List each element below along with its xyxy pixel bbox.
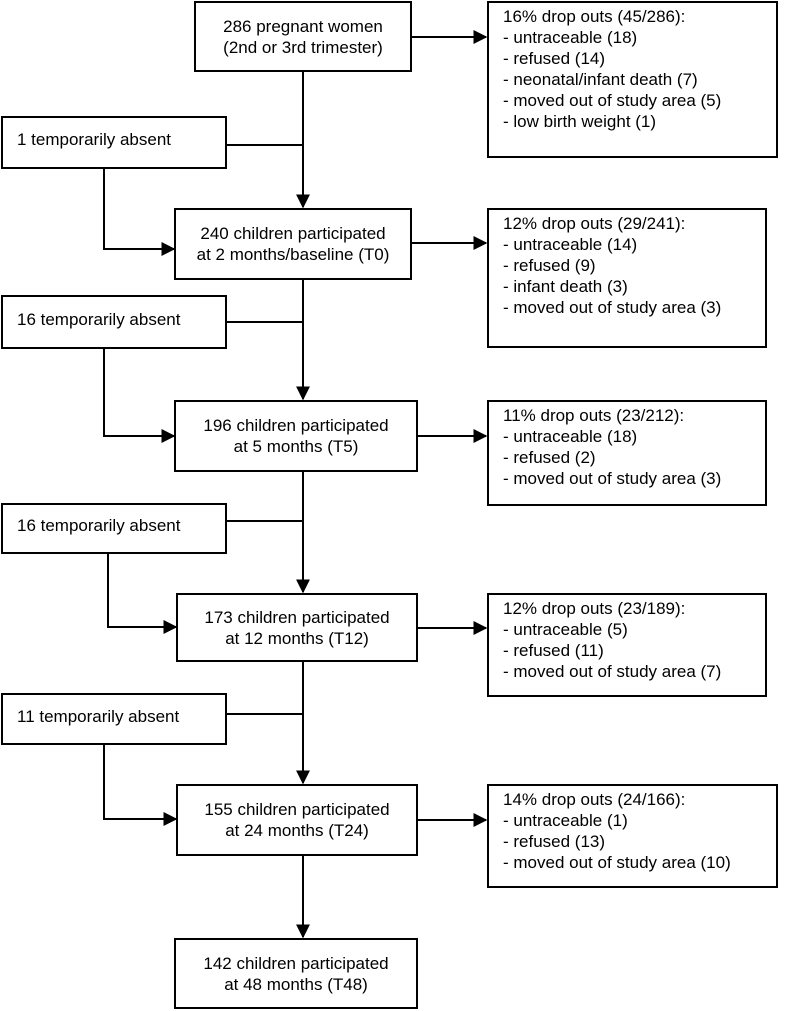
dropout-item: - refused (2)	[503, 448, 596, 467]
dropout-item: - moved out of study area (10)	[503, 853, 731, 872]
main-box-line: at 2 months/baseline (T0)	[196, 245, 390, 264]
dropout-item: - untraceable (1)	[503, 811, 628, 830]
dropout-item: - moved out of study area (7)	[503, 662, 722, 681]
main-box-t12: 173 children participated at 12 months (…	[176, 593, 418, 662]
dropout-item: - refused (9)	[503, 256, 596, 275]
main-box-enrolment: 286 pregnant women (2nd or 3rd trimester…	[194, 1, 412, 72]
arrow-absent-return-4	[103, 745, 178, 826]
dropout-title: 11% drop outs (23/212):	[503, 406, 685, 425]
main-box-line: 173 children participated	[204, 607, 390, 627]
dropout-item: - untraceable (18)	[503, 28, 638, 47]
main-box-line: at 48 months (T48)	[224, 974, 368, 994]
absent-label: 11 temporarily absent	[17, 706, 180, 726]
main-box-t48: 142 children participated at 48 months (…	[174, 938, 418, 1009]
dropout-item: - low birth weight (1)	[503, 112, 657, 131]
dropout-item: - moved out of study area (3)	[503, 298, 722, 317]
dropout-box-2: 12% drop outs (29/241): - untraceable (1…	[487, 208, 767, 348]
main-box-line: at 24 months (T24)	[225, 821, 369, 840]
dropout-item: - moved out of study area (5)	[503, 91, 722, 110]
absent-label: 16 temporarily absent	[17, 516, 181, 535]
dropout-item: - refused (14)	[503, 49, 606, 68]
absent-box-4: 11 temporarily absent	[1, 693, 227, 745]
dropout-box-3: 11% drop outs (23/212): - untraceable (1…	[487, 400, 767, 506]
main-box-line: 155 children participated	[204, 800, 390, 819]
dropout-item: - moved out of study area (3)	[503, 469, 722, 488]
main-box-line: 196 children participated	[203, 416, 389, 435]
main-box-line: 286 pregnant women	[223, 16, 383, 36]
main-box-line: 240 children participated	[200, 224, 386, 243]
dropout-box-1: 16% drop outs (45/286): - untraceable (1…	[487, 1, 778, 158]
dropout-item: - untraceable (18)	[503, 427, 638, 446]
main-box-t24: 155 children participated at 24 months (…	[176, 784, 418, 856]
dropout-title: 12% drop outs (29/241):	[503, 214, 686, 233]
main-box-line: 142 children participated	[203, 953, 389, 973]
arrow-absent-return-3	[107, 554, 178, 634]
dropout-item: - infant death (3)	[503, 277, 628, 296]
main-box-line: at 12 months (T12)	[225, 628, 369, 648]
dropout-item: - refused (11)	[503, 641, 604, 660]
absent-box-2: 16 temporarily absent	[1, 295, 227, 349]
dropout-item: - neonatal/infant death (7)	[503, 70, 698, 89]
main-box-t5: 196 children participated at 5 months (T…	[174, 400, 418, 472]
dropout-item: - untraceable (5)	[503, 620, 628, 639]
dropout-item: - refused (13)	[503, 832, 606, 851]
dropout-title: 16% drop outs (45/286):	[503, 7, 686, 26]
absent-label: 16 temporarily absent	[17, 309, 181, 329]
absent-box-1: 1 temporarily absent	[1, 116, 227, 169]
dropout-title: 14% drop outs (24/166):	[503, 790, 686, 809]
dropout-item: - untraceable (14)	[503, 235, 638, 254]
main-box-line: (2nd or 3rd trimester)	[223, 37, 383, 57]
absent-label: 1 temporarily absent	[17, 130, 172, 149]
dropout-box-4: 12% drop outs (23/189): - untraceable (5…	[487, 593, 767, 697]
absent-box-3: 16 temporarily absent	[1, 503, 227, 554]
main-box-line: at 5 months (T5)	[233, 437, 359, 456]
main-box-t0: 240 children participated at 2 months/ba…	[174, 208, 412, 280]
arrow-absent-return-1	[103, 169, 176, 256]
arrow-absent-return-2	[103, 349, 176, 443]
dropout-title: 12% drop outs (23/189):	[503, 599, 686, 618]
dropout-box-5: 14% drop outs (24/166): - untraceable (1…	[487, 784, 778, 888]
